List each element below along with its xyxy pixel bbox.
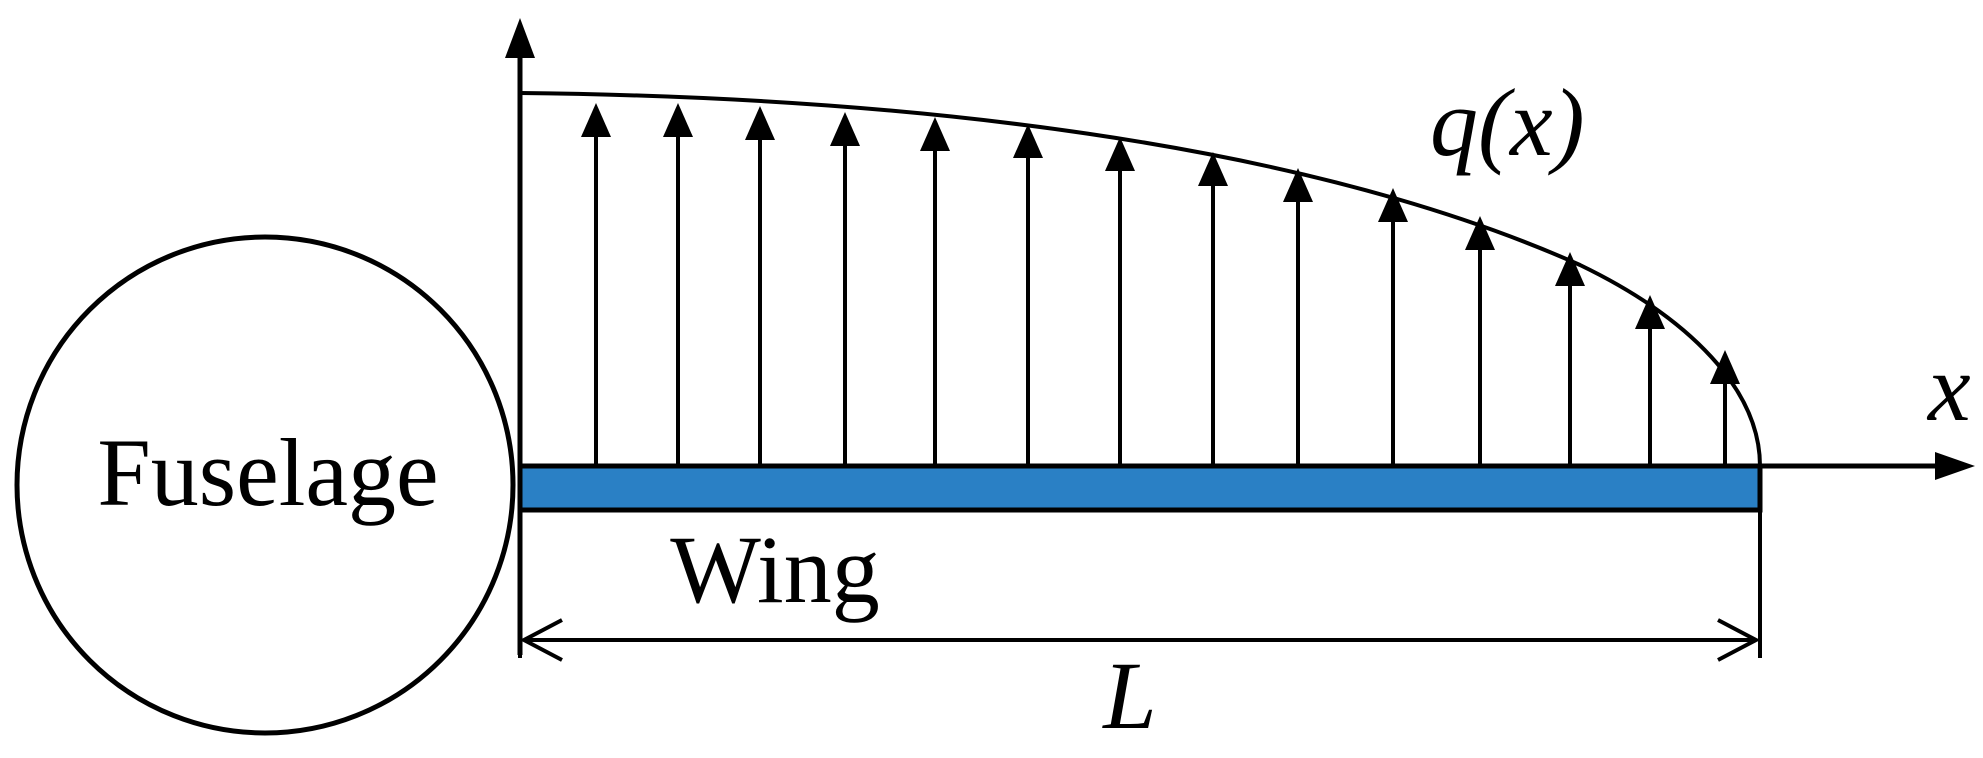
load-arrow-head	[1465, 216, 1495, 250]
load-arrow-head	[830, 112, 860, 146]
wing-beam	[517, 463, 1763, 513]
span-left-arrowhead	[519, 618, 563, 662]
load-arrow-head	[1105, 137, 1135, 171]
fuselage-label: Fuselage	[97, 419, 438, 526]
load-arrow-head	[920, 117, 950, 151]
load-label: q(x)	[1430, 69, 1585, 176]
span-right-arrowhead	[1717, 618, 1761, 662]
x-axis-arrowhead	[1935, 452, 1975, 480]
load-arrow-head	[1710, 350, 1740, 384]
load-arrow-head	[1283, 168, 1313, 202]
span-label: L	[1101, 642, 1156, 749]
load-arrows	[581, 103, 1740, 466]
load-arrow-head	[1013, 124, 1043, 158]
wing-label: Wing	[670, 516, 879, 623]
load-arrow-head	[1635, 295, 1665, 329]
fuselage-circle	[14, 234, 516, 736]
load-arrow-head	[1378, 188, 1408, 222]
load-arrow-head	[1555, 252, 1585, 286]
x-axis-label: x	[1926, 334, 1971, 441]
vertical-axis-arrowhead	[505, 18, 535, 58]
load-arrow-head	[1198, 152, 1228, 186]
load-arrow-head	[581, 103, 611, 137]
load-arrow-head	[745, 106, 775, 140]
load-arrow-head	[663, 103, 693, 137]
